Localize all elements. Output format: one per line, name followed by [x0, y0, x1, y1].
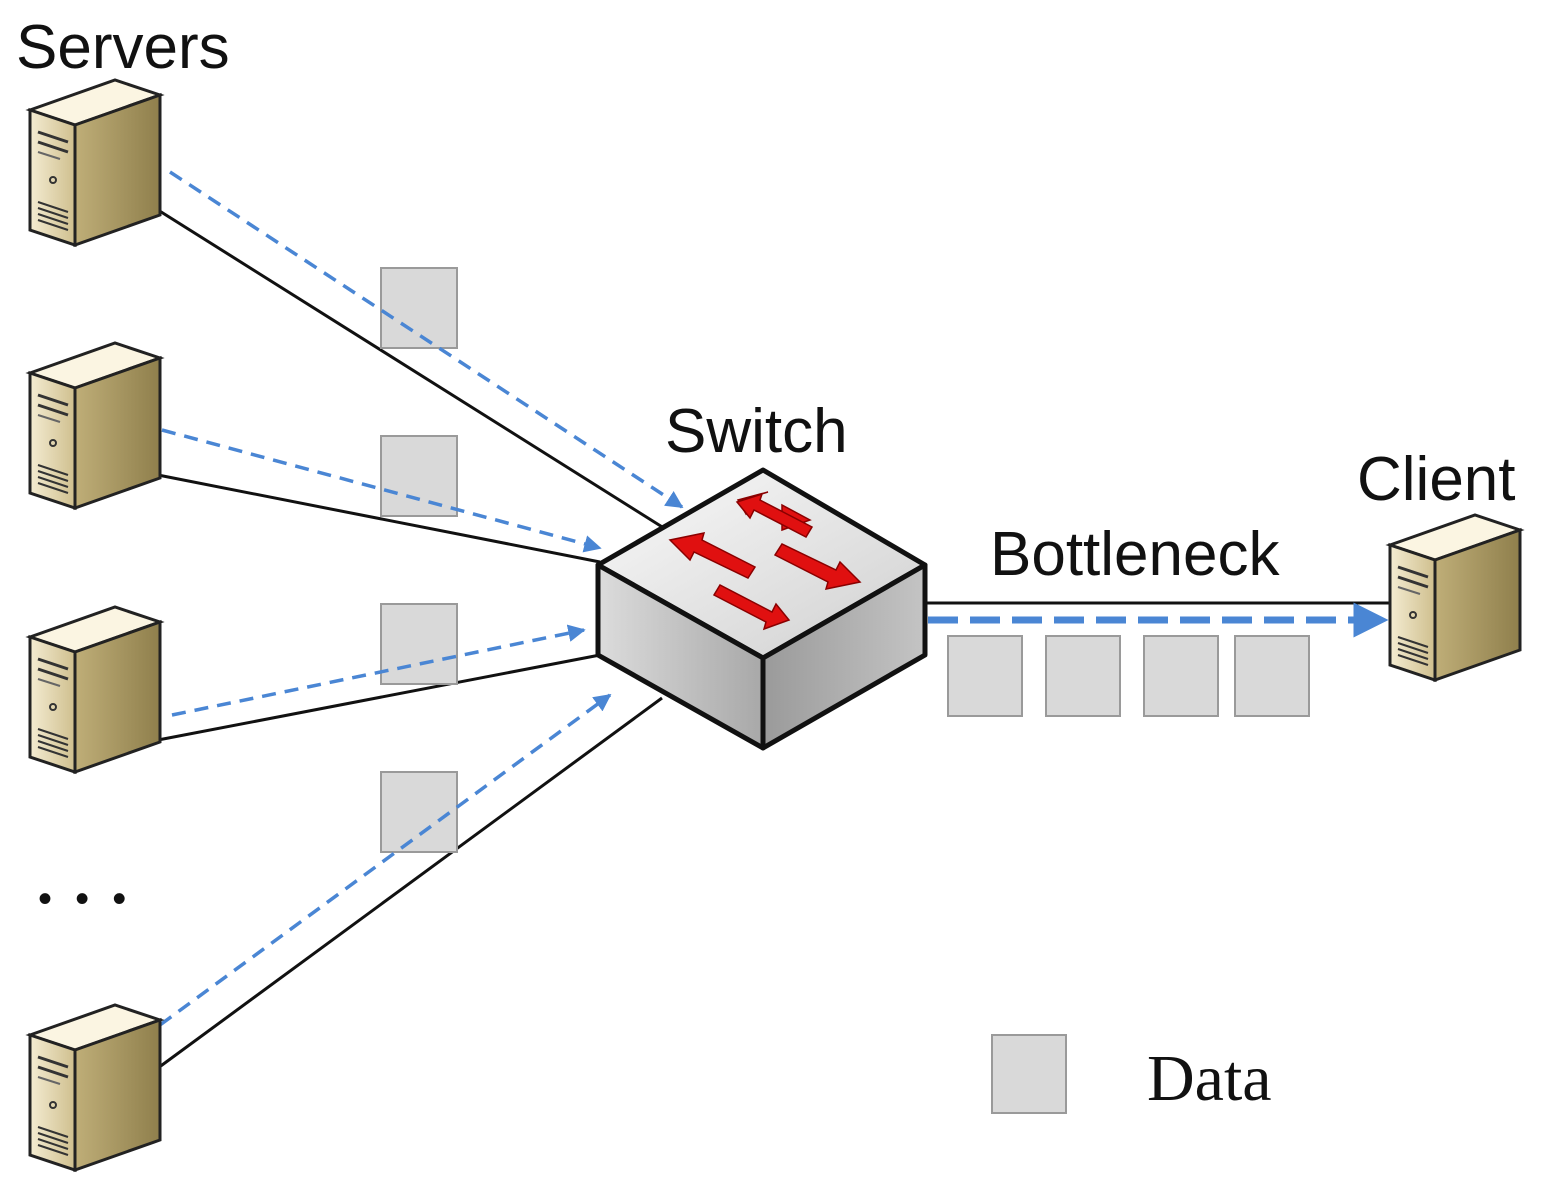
flow-arrow-server-3 [171, 624, 586, 717]
server-3 [28, 605, 162, 774]
bottleneck-label: Bottleneck [990, 520, 1281, 589]
data-block [380, 267, 458, 349]
inbound-data-blocks [380, 267, 458, 853]
flow-arrow-server-4 [158, 693, 612, 1027]
network-switch-icon [595, 467, 928, 751]
data-block [380, 435, 458, 517]
legend: Data [991, 1034, 1272, 1115]
legend-data-swatch [991, 1034, 1067, 1114]
server-2 [28, 341, 162, 510]
legend-data-label: Data [1147, 1042, 1272, 1115]
server-4 [28, 1003, 162, 1172]
flow-arrow-server-1 [169, 170, 684, 509]
flow-arrow-server-2 [161, 428, 602, 553]
link-server-4 [157, 696, 663, 1070]
link-server-3 [157, 653, 601, 742]
data-block [1045, 635, 1121, 717]
data-block [947, 635, 1023, 717]
server-tower-icon [28, 341, 162, 510]
switch-label: Switch [665, 397, 848, 466]
server-1 [28, 78, 162, 247]
data-block [380, 603, 458, 685]
server-tower-icon [28, 78, 162, 247]
flow-arrows [158, 170, 684, 1027]
queued-data-blocks [947, 635, 1310, 717]
switch-direction-arrows [668, 491, 862, 631]
data-block [1234, 635, 1310, 717]
client [1388, 513, 1522, 682]
server-tower-icon [28, 1003, 162, 1172]
data-block [380, 771, 458, 853]
server-links [157, 208, 676, 1070]
server-tower-icon [28, 605, 162, 774]
servers-label: Servers [16, 13, 230, 82]
link-server-1 [157, 208, 676, 537]
more-servers-ellipsis: • • • [38, 877, 132, 921]
link-server-2 [157, 473, 601, 564]
data-block [1143, 635, 1219, 717]
client-computer-icon [1388, 513, 1522, 682]
client-label: Client [1357, 445, 1516, 514]
